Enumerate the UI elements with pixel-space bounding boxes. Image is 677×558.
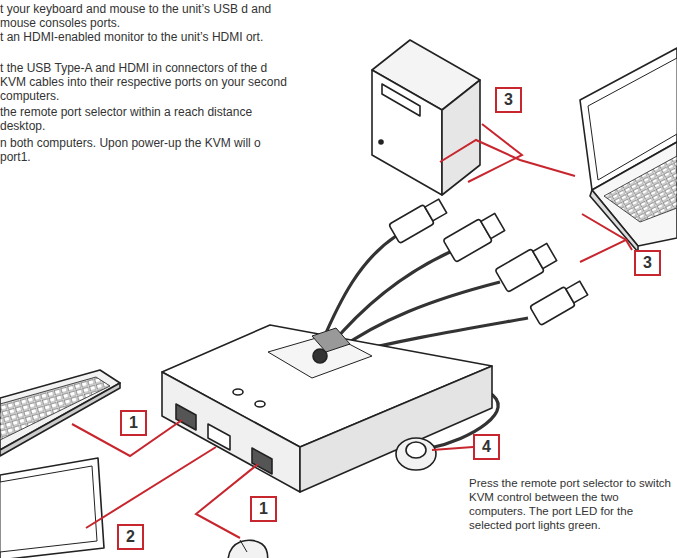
usb-plug: [389, 196, 448, 243]
callout-number: 2: [126, 529, 135, 545]
leader-lines: [72, 124, 632, 538]
keyboard: [0, 370, 120, 456]
callout-number: 1: [129, 415, 138, 431]
hdmi-plug: [495, 241, 558, 293]
instruction-text: t an HDMI-enabled monitor to the unit’s …: [0, 30, 273, 44]
hdmi-plug: [443, 211, 506, 263]
callout-number: 3: [643, 255, 652, 271]
callout-number: 4: [482, 439, 491, 455]
mouse: [228, 540, 268, 558]
remote-port-selector: [396, 438, 436, 470]
callout-box: 3: [634, 250, 661, 276]
callout-box: 2: [117, 524, 144, 550]
monitor: [0, 458, 104, 558]
callout-box: 3: [495, 87, 522, 113]
callout-box: 1: [250, 496, 277, 522]
callout-box: 4: [473, 434, 500, 460]
callout-box: 1: [120, 410, 147, 436]
desktop-tower: [372, 40, 480, 195]
callout-number: 1: [259, 501, 268, 517]
instruction-text: t your keyboard and mouse to the unit’s …: [0, 2, 273, 30]
instruction-text: n both computers. Upon power-up the KVM …: [0, 136, 273, 164]
instruction-text: the remote port selector within a reach …: [0, 105, 289, 133]
usb-plug: [530, 278, 589, 325]
note-text: Press the remote port selector to switch…: [469, 476, 675, 532]
callout-number: 3: [504, 92, 513, 108]
instruction-text: t the USB Type-A and HDMI in connectors …: [0, 61, 289, 103]
kvm-switch: [162, 325, 492, 492]
